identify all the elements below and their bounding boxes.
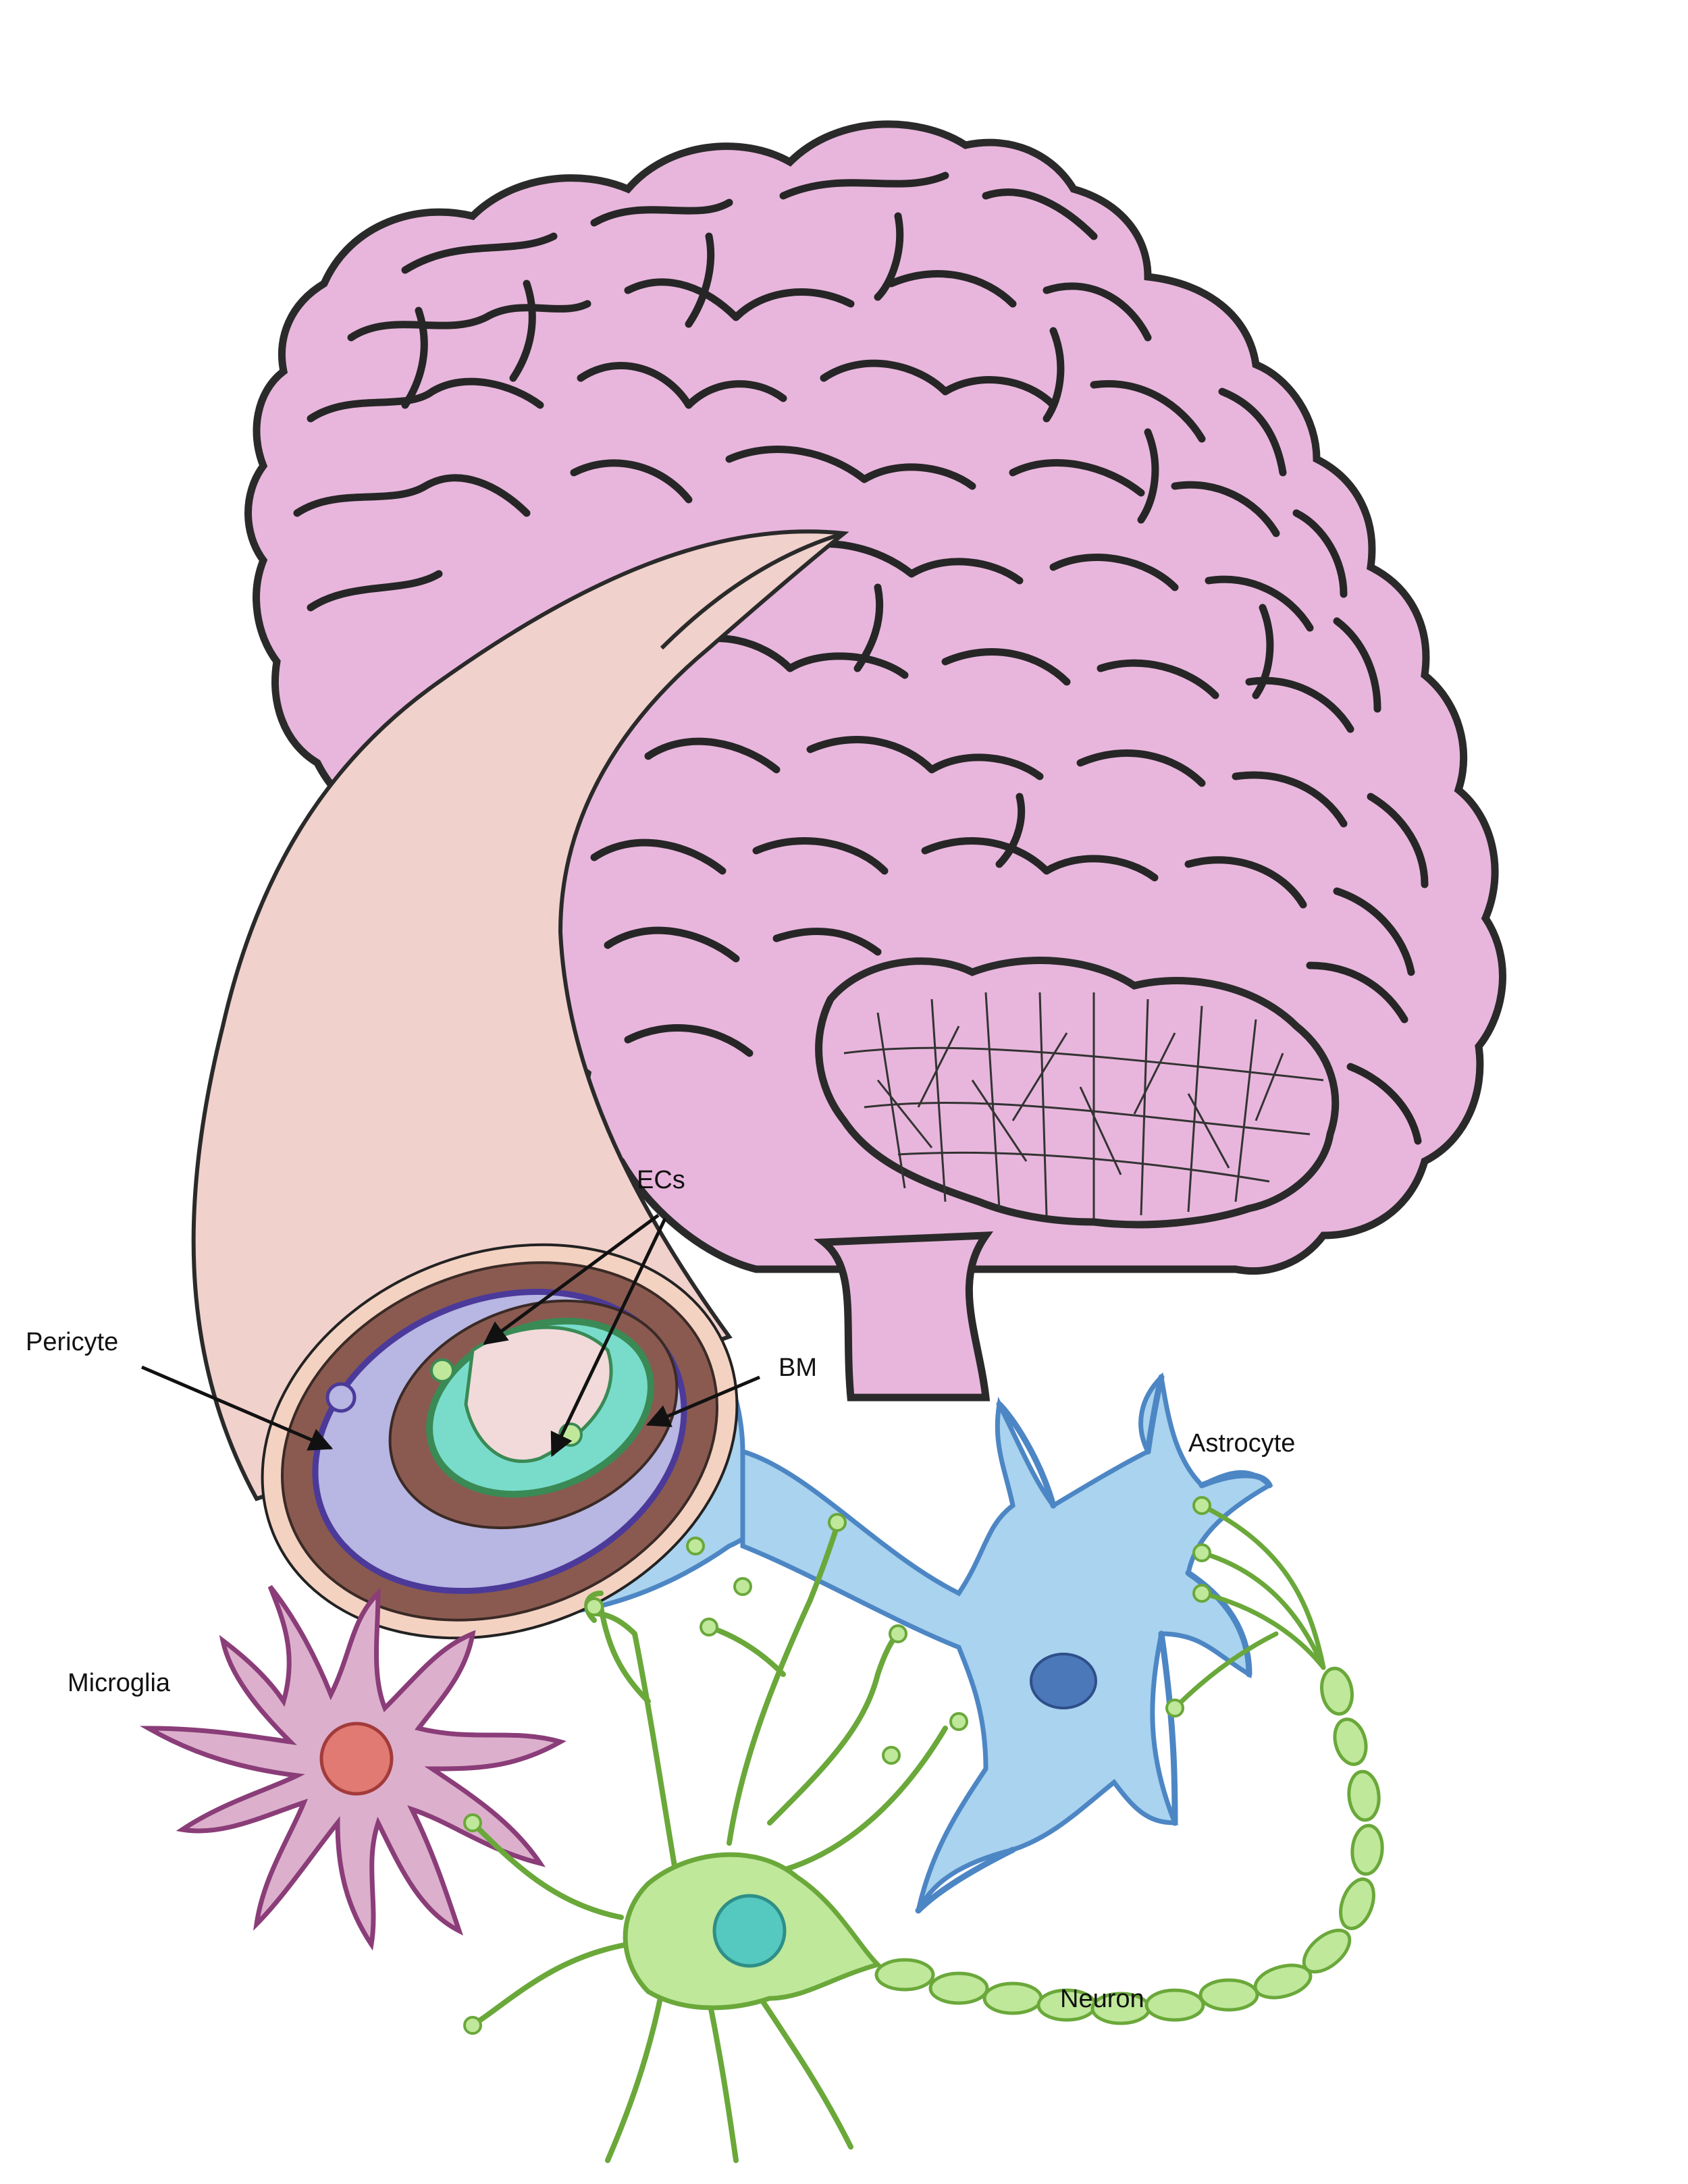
brain-gyri [293, 171, 1429, 1145]
arrow-pericyte [141, 1365, 334, 1451]
neuron-dendrites [470, 1523, 948, 2163]
brainstem [814, 1231, 994, 1402]
label-microglia: Microglia [68, 1669, 171, 1697]
microglia-nucleus [319, 1722, 394, 1796]
axon-terminals [1172, 1503, 1326, 1711]
dendrite-knobs [463, 1513, 968, 2035]
cerebellum [815, 957, 1340, 1229]
arrow-ecs-1 [483, 1213, 660, 1346]
label-bm: BM [779, 1354, 817, 1382]
label-arrows [141, 1213, 760, 1458]
astrocyte-nucleus [1030, 1653, 1097, 1709]
pericyte-nucleus [325, 1382, 357, 1413]
axon-myelin [874, 1666, 1384, 2025]
vessel-tube [191, 529, 849, 1501]
label-neuron: Neuron [1060, 1985, 1144, 2013]
axon-terminal-knobs [1165, 1496, 1211, 1717]
arrow-bm [645, 1375, 760, 1427]
endothelial-nucleus-1 [430, 1358, 454, 1383]
label-astrocyte: Astrocyte [1188, 1429, 1295, 1458]
cerebellum-folia [843, 992, 1324, 1219]
astrocyte-processes [915, 1374, 1273, 1914]
label-pericyte: Pericyte [26, 1328, 118, 1356]
neuron-nucleus [712, 1894, 787, 1968]
vessel-inner-edge [660, 531, 845, 650]
neuron [463, 1496, 1384, 2163]
microglia [139, 1584, 566, 1951]
blood-vessel [191, 529, 849, 1640]
label-ecs: ECs [637, 1166, 685, 1194]
labels: ECs Pericyte BM Astrocyte Microglia Neur… [26, 1166, 1295, 2013]
arrow-ecs-2 [550, 1217, 667, 1458]
